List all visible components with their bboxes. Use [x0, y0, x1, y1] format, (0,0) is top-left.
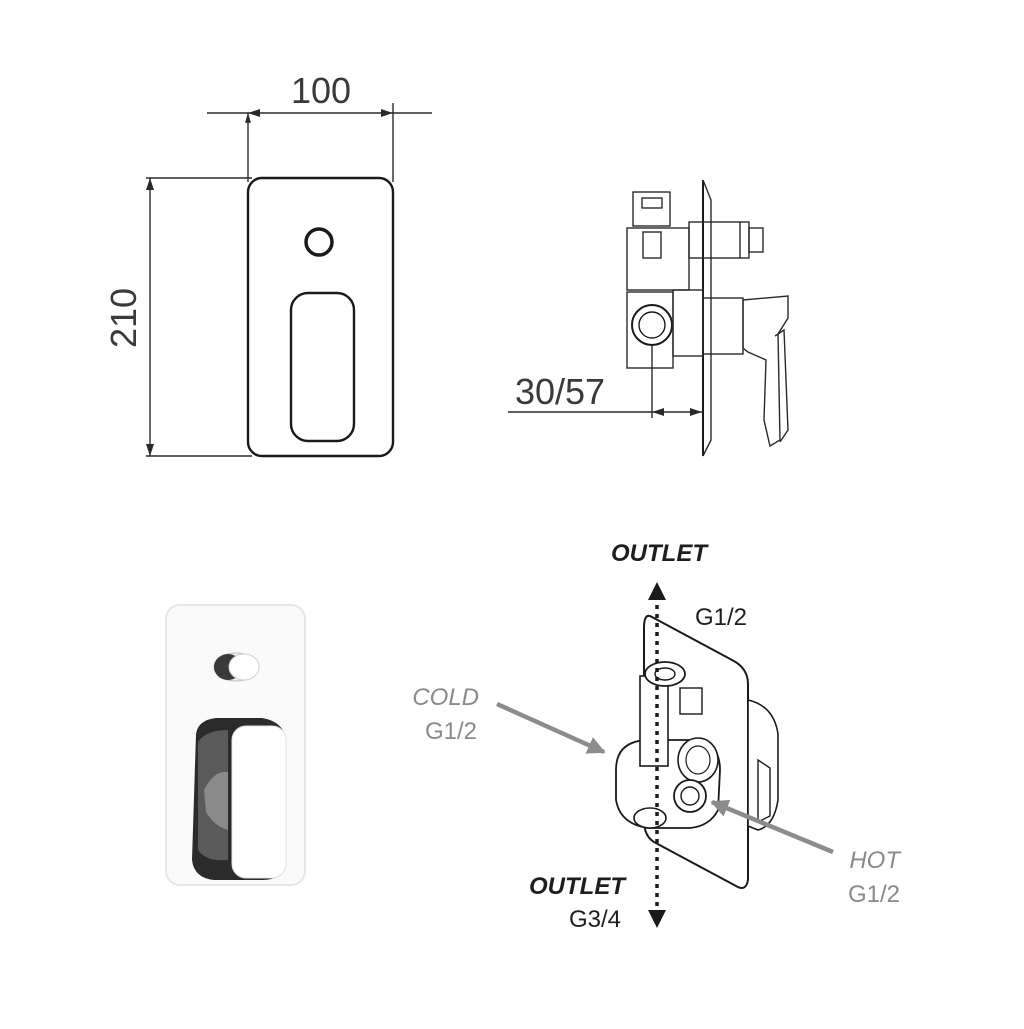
outlet-bottom-label: OUTLET: [529, 873, 627, 900]
height-dimension-label: 210: [103, 288, 144, 348]
valve-body-detail: [642, 231, 662, 259]
width-arrow-left: [248, 109, 260, 117]
valve-top-label: [641, 197, 663, 209]
side-view: 30/57: [508, 179, 789, 457]
render-handle-highlight: [204, 771, 228, 830]
iso-cartridge-inner: [685, 745, 711, 775]
width-dimension-label: 100: [291, 70, 351, 111]
side-lever-edge: [774, 328, 789, 443]
height-arrow-bottom: [146, 444, 154, 456]
cold-arrow: [496, 701, 606, 755]
iso-bottom-outlet: [633, 807, 667, 829]
iso-hot-inlet-inner: [680, 786, 700, 806]
outlet-top-arrow: [648, 582, 666, 600]
iso-hot-inlet: [673, 779, 707, 813]
cold-size: G1/2: [425, 718, 477, 745]
depth-arrow-left: [652, 408, 664, 416]
hot-arrow: [710, 799, 834, 855]
diverter-stem-tip: [748, 227, 764, 253]
iso-lever: [747, 698, 779, 831]
width-arrow-right: [381, 109, 393, 117]
wall-plate-edge: [702, 179, 712, 457]
outlet-top-size: G1/2: [695, 604, 747, 631]
render-handle-face: [231, 725, 287, 879]
iso-top-outlet-inner: [654, 667, 676, 681]
side-outlet-port-outer: [631, 304, 673, 346]
iso-vertical-pipe: [639, 675, 669, 767]
side-outlet-port-inner: [638, 311, 666, 339]
handle-lever-outline: [289, 291, 356, 443]
iso-cartridge: [677, 737, 719, 783]
outlet-top-label: OUTLET: [611, 540, 709, 567]
diverter-knob: [304, 227, 334, 257]
valve-isometric: OUTLET G1/2 COLD G1/2 HOT G1/2 OUTLET G3…: [412, 540, 902, 933]
cartridge-collar: [702, 297, 744, 355]
valve-body-lower: [626, 291, 674, 369]
height-arrow-top: [146, 178, 154, 190]
hot-label: HOT: [849, 847, 902, 874]
hot-size: G1/2: [848, 881, 900, 908]
front-view: 100 210: [103, 70, 432, 458]
depth-arrow-right: [690, 408, 702, 416]
valve-top-block: [632, 191, 671, 227]
depth-dimension-label: 30/57: [515, 371, 605, 412]
side-lever-outline: [742, 295, 789, 448]
cold-label: COLD: [412, 684, 479, 711]
product-render: [165, 604, 306, 886]
outlet-bottom-size: G3/4: [569, 906, 621, 933]
iso-top-outlet: [644, 661, 686, 687]
render-knob-face: [228, 653, 260, 681]
iso-lever-detail: [757, 758, 771, 824]
outlet-bottom-arrow: [648, 910, 666, 928]
iso-diverter-stem: [679, 687, 703, 715]
cartridge-housing: [672, 289, 704, 357]
cover-plate-outline: [246, 176, 395, 458]
valve-body-upper: [626, 227, 690, 291]
